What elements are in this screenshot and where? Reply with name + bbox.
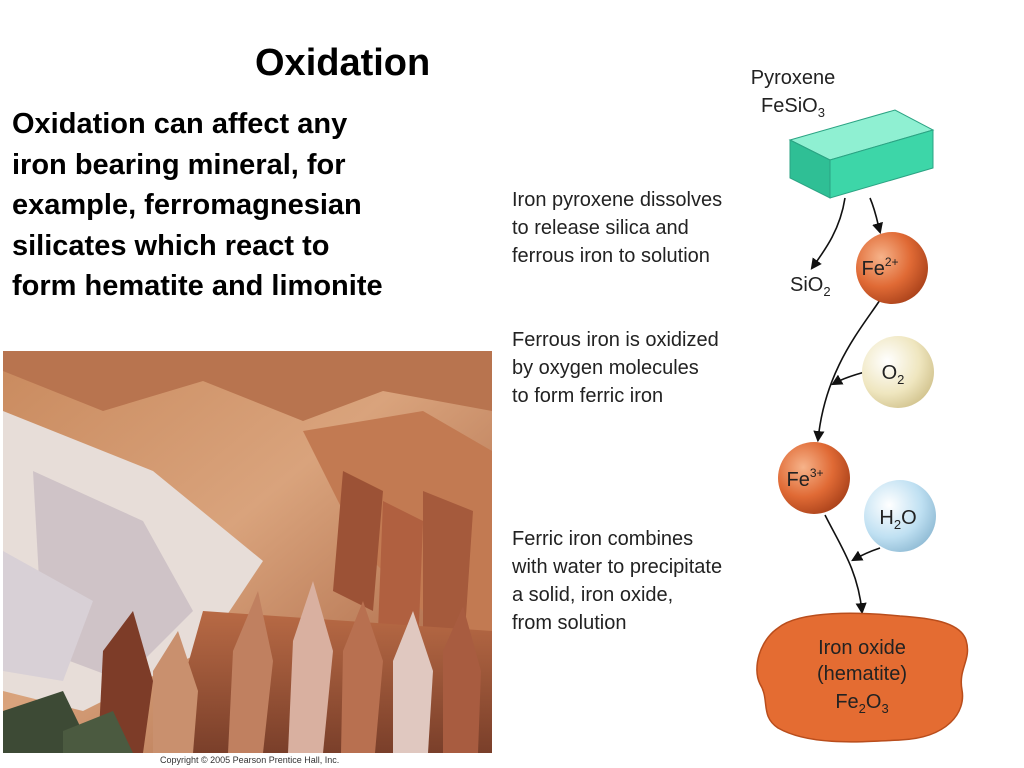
product-formula: Fe2O3 bbox=[835, 691, 888, 716]
oxygen-ball bbox=[862, 336, 934, 408]
arrow-to-ferric bbox=[813, 299, 881, 443]
slide-body-text: Oxidation can affect any iron bearing mi… bbox=[12, 104, 482, 307]
body-line: silicates which react to bbox=[12, 229, 330, 262]
step-line: to form ferric iron bbox=[512, 385, 664, 407]
step-line: to release silica and bbox=[512, 217, 689, 239]
arrow-water-in bbox=[851, 547, 881, 562]
product-line-2: (hematite) bbox=[817, 663, 907, 685]
step-line: by oxygen molecules bbox=[512, 357, 699, 379]
body-line: form hematite and limonite bbox=[12, 270, 383, 302]
step-line: a solid, iron oxide, bbox=[512, 584, 674, 606]
step-line: from solution bbox=[512, 612, 627, 634]
step-line: Ferric iron combines bbox=[512, 528, 694, 550]
canyon-photo bbox=[3, 351, 492, 753]
pyroxene-crystal bbox=[788, 109, 935, 199]
mineral-name: Pyroxene bbox=[751, 67, 836, 89]
body-line: example, ferromagnesian bbox=[12, 189, 362, 221]
product-line-1: Iron oxide bbox=[818, 637, 906, 659]
arrow-to-product bbox=[824, 514, 867, 615]
ferric-label: Fe3+ bbox=[786, 466, 823, 491]
arrow-oxygen-in bbox=[831, 371, 866, 386]
slide-title: Oxidation bbox=[255, 42, 431, 84]
canyon-illustration bbox=[3, 351, 492, 753]
arrow-to-ferrous bbox=[869, 197, 883, 235]
ferric-iron-ball bbox=[778, 442, 850, 514]
photo-copyright: Copyright © 2005 Pearson Prentice Hall, … bbox=[160, 755, 340, 765]
water-label: H2O bbox=[879, 507, 916, 532]
water-ball bbox=[864, 480, 936, 552]
oxygen-label: O2 bbox=[882, 362, 905, 387]
iron-oxide-precipitate bbox=[756, 612, 969, 743]
body-line: iron bearing mineral, for bbox=[12, 148, 346, 181]
body-line: Oxidation can affect any bbox=[12, 108, 348, 140]
step-3-text: Ferric iron combines with water to preci… bbox=[512, 525, 722, 637]
step-line: Ferrous iron is oxidized bbox=[512, 329, 719, 351]
step-1-text: Iron pyroxene dissolves to release silic… bbox=[512, 186, 722, 270]
mineral-formula: FeSiO3 bbox=[761, 95, 825, 120]
ferrous-iron-ball bbox=[856, 232, 928, 304]
silica-label: SiO2 bbox=[790, 274, 831, 299]
step-line: ferrous iron to solution bbox=[512, 245, 710, 267]
arrow-to-silica bbox=[810, 197, 846, 270]
step-2-text: Ferrous iron is oxidized by oxygen molec… bbox=[512, 326, 719, 410]
step-line: Iron pyroxene dissolves bbox=[512, 189, 723, 211]
ferrous-label: Fe2+ bbox=[861, 255, 898, 280]
step-line: with water to precipitate bbox=[512, 556, 723, 578]
